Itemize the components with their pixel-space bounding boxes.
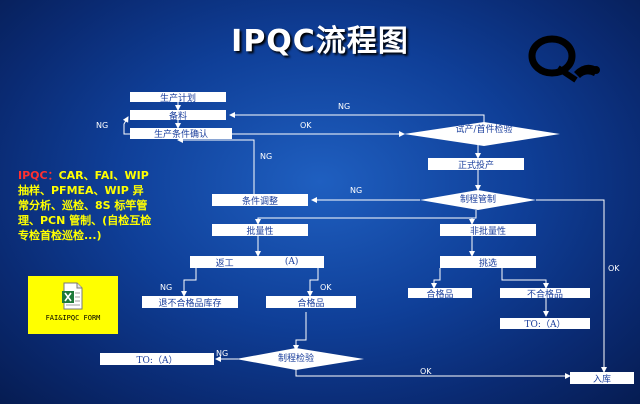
edge-label-ng-materials: NG (96, 121, 109, 130)
node-to-a-bottom: TO:（A） (100, 353, 214, 366)
node-formal-production: 正式投产 (428, 158, 524, 171)
node-return-defect-store: 退不合格品库存 (142, 296, 238, 309)
node-production-condition-confirm: 生产条件确认 (130, 128, 232, 140)
decision-process-inspection: 制程检验 (277, 354, 314, 364)
node-batch: 批量性 (212, 224, 308, 237)
node-non-batch: 非批量性 (440, 224, 536, 237)
edge-label-ng-control: NG (350, 186, 363, 195)
node-production-plan: 生产计划 (130, 92, 226, 104)
excel-icon (62, 282, 83, 310)
form-attachment-label: FAI&IPQC FORM (45, 314, 101, 322)
ipqc-note-body: CAR、FAI、WIP抽样、PFMEA、WIP 异常分析、巡检、8S 标竿管理、… (18, 169, 152, 242)
logo-icon (528, 35, 600, 83)
rework-target: (A) (284, 257, 299, 267)
decision-process-control: 制程管制 (459, 195, 496, 205)
node-to-a-right: TO:（A） (500, 318, 590, 330)
node-rework: 返工 (A) (190, 256, 324, 269)
edge-label-ng-rework: NG (160, 283, 173, 292)
node-good-right: 合格品 (408, 288, 472, 300)
page-title: IPQC流程图 (231, 24, 409, 59)
node-pick: 挑选 (440, 256, 536, 269)
edge-label-ok-warehouse: OK (608, 264, 620, 273)
rework-label: 返工 (215, 258, 234, 269)
node-condition-adjust: 条件调整 (212, 194, 308, 207)
edge-label-ok-inspection: OK (420, 367, 432, 376)
edge-label-ng-inspection: NG (216, 349, 229, 358)
node-defect-right: 不合格品 (500, 288, 590, 300)
ipqc-note-prefix: IPQC： (18, 169, 59, 182)
edge-label-ng-retry: NG (338, 102, 351, 111)
node-materials: 备料 (130, 110, 226, 122)
node-warehouse-in: 入库 (570, 372, 634, 385)
ipqc-note: IPQC：CAR、FAI、WIP抽样、PFMEA、WIP 异常分析、巡检、8S … (18, 168, 153, 243)
form-attachment[interactable]: FAI&IPQC FORM (28, 276, 118, 334)
node-good-left: 合格品 (266, 296, 356, 309)
decision-trial-first-piece: 试产/首件检验 (455, 125, 513, 135)
edge-label-ng-adjust: NG (260, 152, 273, 161)
edge-label-ok-confirm: OK (300, 121, 312, 130)
edge-label-ok-rework: OK (320, 283, 332, 292)
